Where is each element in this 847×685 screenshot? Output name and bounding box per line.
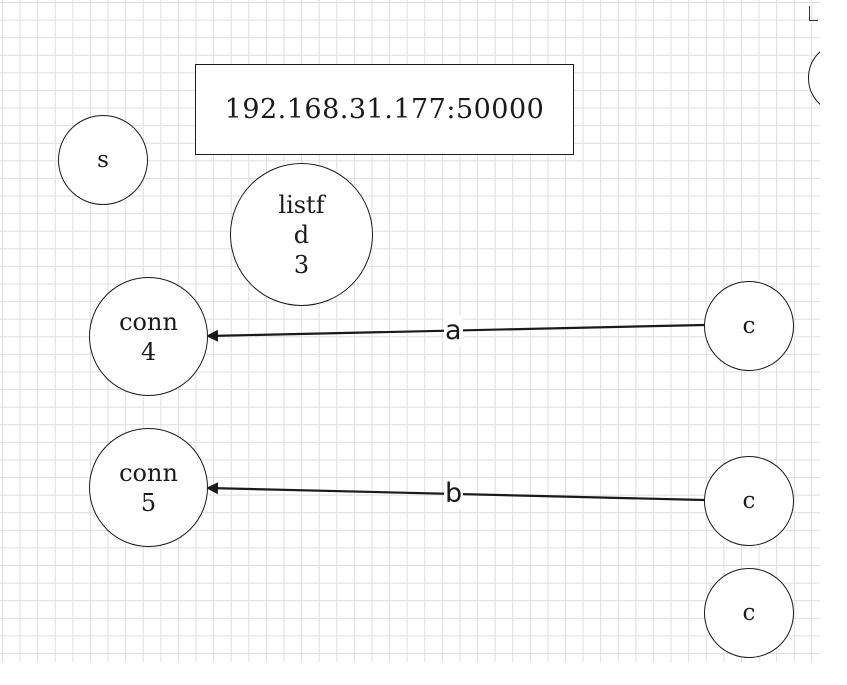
node-conn4-line-2: 4 [140,337,157,366]
node-client-1[interactable]: c [704,281,794,371]
node-client-1-label: c [742,312,756,339]
node-listfd-line-2: d [293,220,310,249]
node-client-3[interactable]: c [704,568,794,658]
node-conn5-line-1: conn [119,458,178,487]
node-s-label: s [97,146,109,173]
edge-b-label: b [444,478,464,509]
offscreen-shape-corner [809,6,818,21]
viewport [808,6,820,114]
address-label: 192.168.31.177:50000 [224,93,545,125]
node-listfd-line-1: listf [278,190,325,219]
node-conn4[interactable]: conn 4 [89,277,208,396]
node-conn5-line-2: 5 [140,488,157,517]
node-listfd-line-3: 3 [293,250,310,279]
node-conn4-line-1: conn [119,307,178,336]
node-client-2[interactable]: c [704,456,794,546]
node-client-3-label: c [742,599,756,626]
node-conn5[interactable]: conn 5 [89,428,208,547]
node-s[interactable]: s [58,115,148,205]
node-listfd[interactable]: listf d 3 [230,163,373,306]
node-client-2-label: c [742,487,756,514]
edge-a-label: a [444,315,463,346]
address-box[interactable]: 192.168.31.177:50000 [195,64,574,155]
